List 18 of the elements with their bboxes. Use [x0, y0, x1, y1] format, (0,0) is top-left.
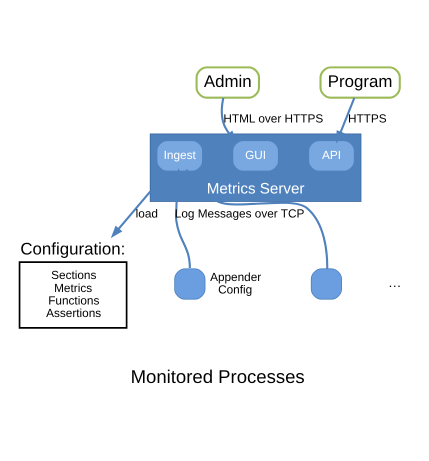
node-box: Admin	[196, 66, 260, 99]
node-box: GUI	[232, 140, 279, 172]
arrow	[186, 168, 328, 269]
node-box: API	[308, 140, 355, 172]
label: Monitored Processes	[130, 366, 305, 388]
label: …	[388, 275, 402, 290]
arrow	[336, 98, 356, 144]
edge-label: HTML over HTTPS	[223, 111, 324, 126]
node-box: Ingest	[156, 140, 203, 172]
node-box: Program	[319, 66, 401, 99]
edge-label: load	[136, 206, 158, 221]
node-box: Sections Metrics Functions Assertions	[18, 261, 128, 329]
arrow	[110, 190, 152, 238]
edge-label: HTTPS	[348, 111, 387, 126]
node-box	[310, 268, 342, 300]
node-label: Configuration:	[20, 240, 126, 259]
arrow	[173, 168, 191, 268]
node-label: Appender Config	[210, 270, 262, 296]
